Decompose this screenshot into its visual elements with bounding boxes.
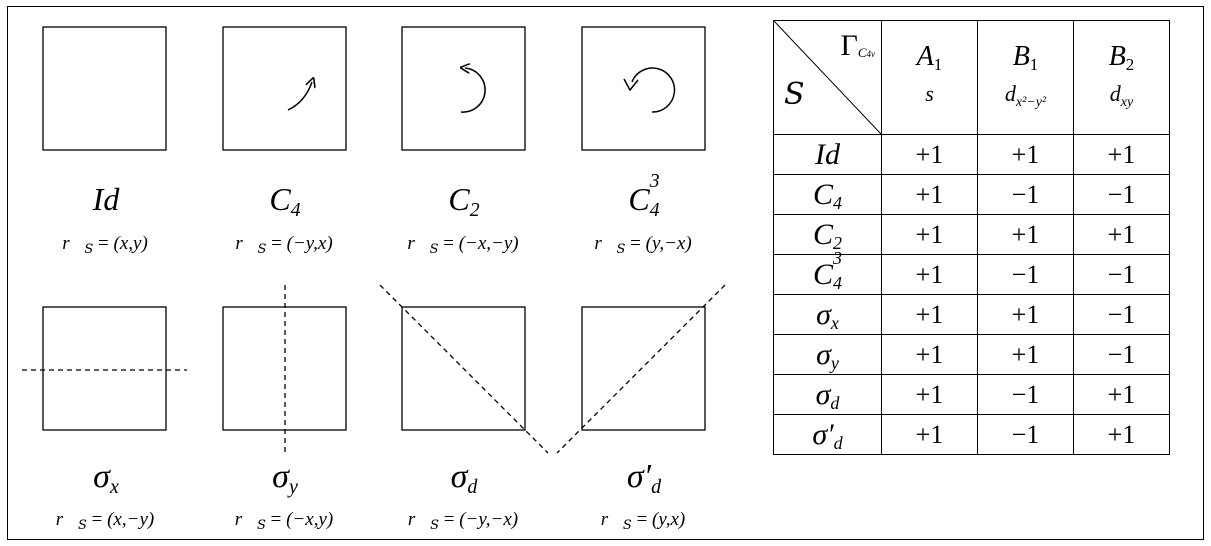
table-cell: +1 bbox=[1073, 134, 1170, 175]
coord-sigma-d-prime: r⃗S = (y,x) bbox=[600, 509, 686, 533]
table-row: C2 +1 +1 +1 bbox=[773, 214, 1170, 255]
coord-sigma-x: r⃗S = (x,−y) bbox=[55, 509, 155, 533]
square-sigma-d-prime bbox=[581, 306, 706, 431]
table-cell: +1 bbox=[881, 294, 978, 335]
table-cell: +1 bbox=[977, 294, 1074, 335]
row-label: C2 bbox=[773, 214, 882, 255]
table-cell: −1 bbox=[977, 174, 1074, 215]
table-row: σ′d +1 −1 +1 bbox=[773, 414, 1170, 455]
table-row: σy +1 +1 −1 bbox=[773, 334, 1170, 375]
table-header-row: ΓC4v S A1 s B1 dx²−y² B2 dxy bbox=[773, 20, 1170, 135]
op-label-sigma-x: σx bbox=[93, 458, 119, 498]
group-label: ΓC4v bbox=[840, 29, 875, 62]
square-c4 bbox=[222, 26, 347, 151]
arrowhead-c43 bbox=[623, 78, 639, 92]
op-label-sigma-d: σd bbox=[450, 458, 478, 498]
op-label-sigma-y: σy bbox=[272, 458, 298, 498]
mirror-line-antidiagonal bbox=[556, 284, 726, 454]
table-cell: +1 bbox=[881, 174, 978, 215]
coord-sigma-y: r⃗S = (−x,y) bbox=[234, 509, 334, 533]
mirror-line-diagonal bbox=[379, 284, 549, 454]
row-label: σy bbox=[773, 334, 882, 375]
coord-id: r⃗S = (x,y) bbox=[62, 233, 148, 257]
table-cell: +1 bbox=[881, 334, 978, 375]
table-cell: −1 bbox=[977, 374, 1074, 415]
table-cell: −1 bbox=[1073, 254, 1170, 295]
table-cell: +1 bbox=[881, 414, 978, 455]
op-label-sigma-d-prime: σ′d bbox=[626, 458, 662, 498]
coord-c43: r⃗S = (y,−x) bbox=[594, 233, 692, 257]
table-row: Id +1 +1 +1 bbox=[773, 134, 1170, 175]
table-corner-cell: ΓC4v S bbox=[773, 20, 882, 135]
irrep-header-b1: B1 dx²−y² bbox=[977, 20, 1074, 135]
corner-diagonal bbox=[774, 21, 881, 134]
table-cell: +1 bbox=[1073, 374, 1170, 415]
table-cell: +1 bbox=[881, 374, 978, 415]
square-sigma-d bbox=[401, 306, 526, 431]
rotation-arrow-c43 bbox=[631, 67, 676, 113]
rotation-arrow-c2 bbox=[461, 68, 486, 113]
table-row: σx +1 +1 −1 bbox=[773, 294, 1170, 335]
operation-set-label: S bbox=[784, 77, 805, 112]
square-c2 bbox=[401, 26, 526, 151]
table-cell: +1 bbox=[881, 134, 978, 175]
rotation-arrow-c4 bbox=[287, 82, 312, 111]
row-label: σx bbox=[773, 294, 882, 335]
op-label-c2: C2 bbox=[448, 181, 480, 221]
table-cell: +1 bbox=[881, 254, 978, 295]
row-label: Id bbox=[773, 134, 882, 175]
row-label: C4 bbox=[773, 174, 882, 215]
row-label: σd bbox=[773, 374, 882, 415]
coord-c2: r⃗S = (−x,−y) bbox=[407, 233, 519, 257]
table-cell: −1 bbox=[1073, 294, 1170, 335]
op-label-id: Id bbox=[92, 181, 120, 217]
table-cell: +1 bbox=[1073, 414, 1170, 455]
coord-c4: r⃗S = (−y,x) bbox=[235, 233, 333, 257]
figure-frame bbox=[7, 6, 1204, 540]
coord-sigma-d: r⃗S = (−y,−x) bbox=[407, 509, 519, 533]
row-label: σ′d bbox=[773, 414, 882, 455]
table-cell: −1 bbox=[1073, 174, 1170, 215]
op-label-c4: C4 bbox=[269, 181, 301, 221]
table-cell: +1 bbox=[881, 214, 978, 255]
table-cell: +1 bbox=[1073, 214, 1170, 255]
table-cell: +1 bbox=[977, 134, 1074, 175]
table-cell: −1 bbox=[1073, 334, 1170, 375]
table-cell: −1 bbox=[977, 254, 1074, 295]
irrep-header-b2: B2 dxy bbox=[1073, 20, 1170, 135]
table-row: σd +1 −1 +1 bbox=[773, 374, 1170, 415]
table-cell: −1 bbox=[977, 414, 1074, 455]
square-c43 bbox=[581, 26, 706, 151]
square-sigma-x bbox=[42, 306, 167, 431]
square-id bbox=[42, 26, 167, 151]
table-cell: +1 bbox=[977, 334, 1074, 375]
table-cell: +1 bbox=[977, 214, 1074, 255]
irrep-header-a1: A1 s bbox=[881, 20, 978, 135]
table-row: C4 +1 −1 −1 bbox=[773, 174, 1170, 215]
character-table: ΓC4v S A1 s B1 dx²−y² B2 dxy Id +1 +1 +1… bbox=[773, 20, 1170, 455]
